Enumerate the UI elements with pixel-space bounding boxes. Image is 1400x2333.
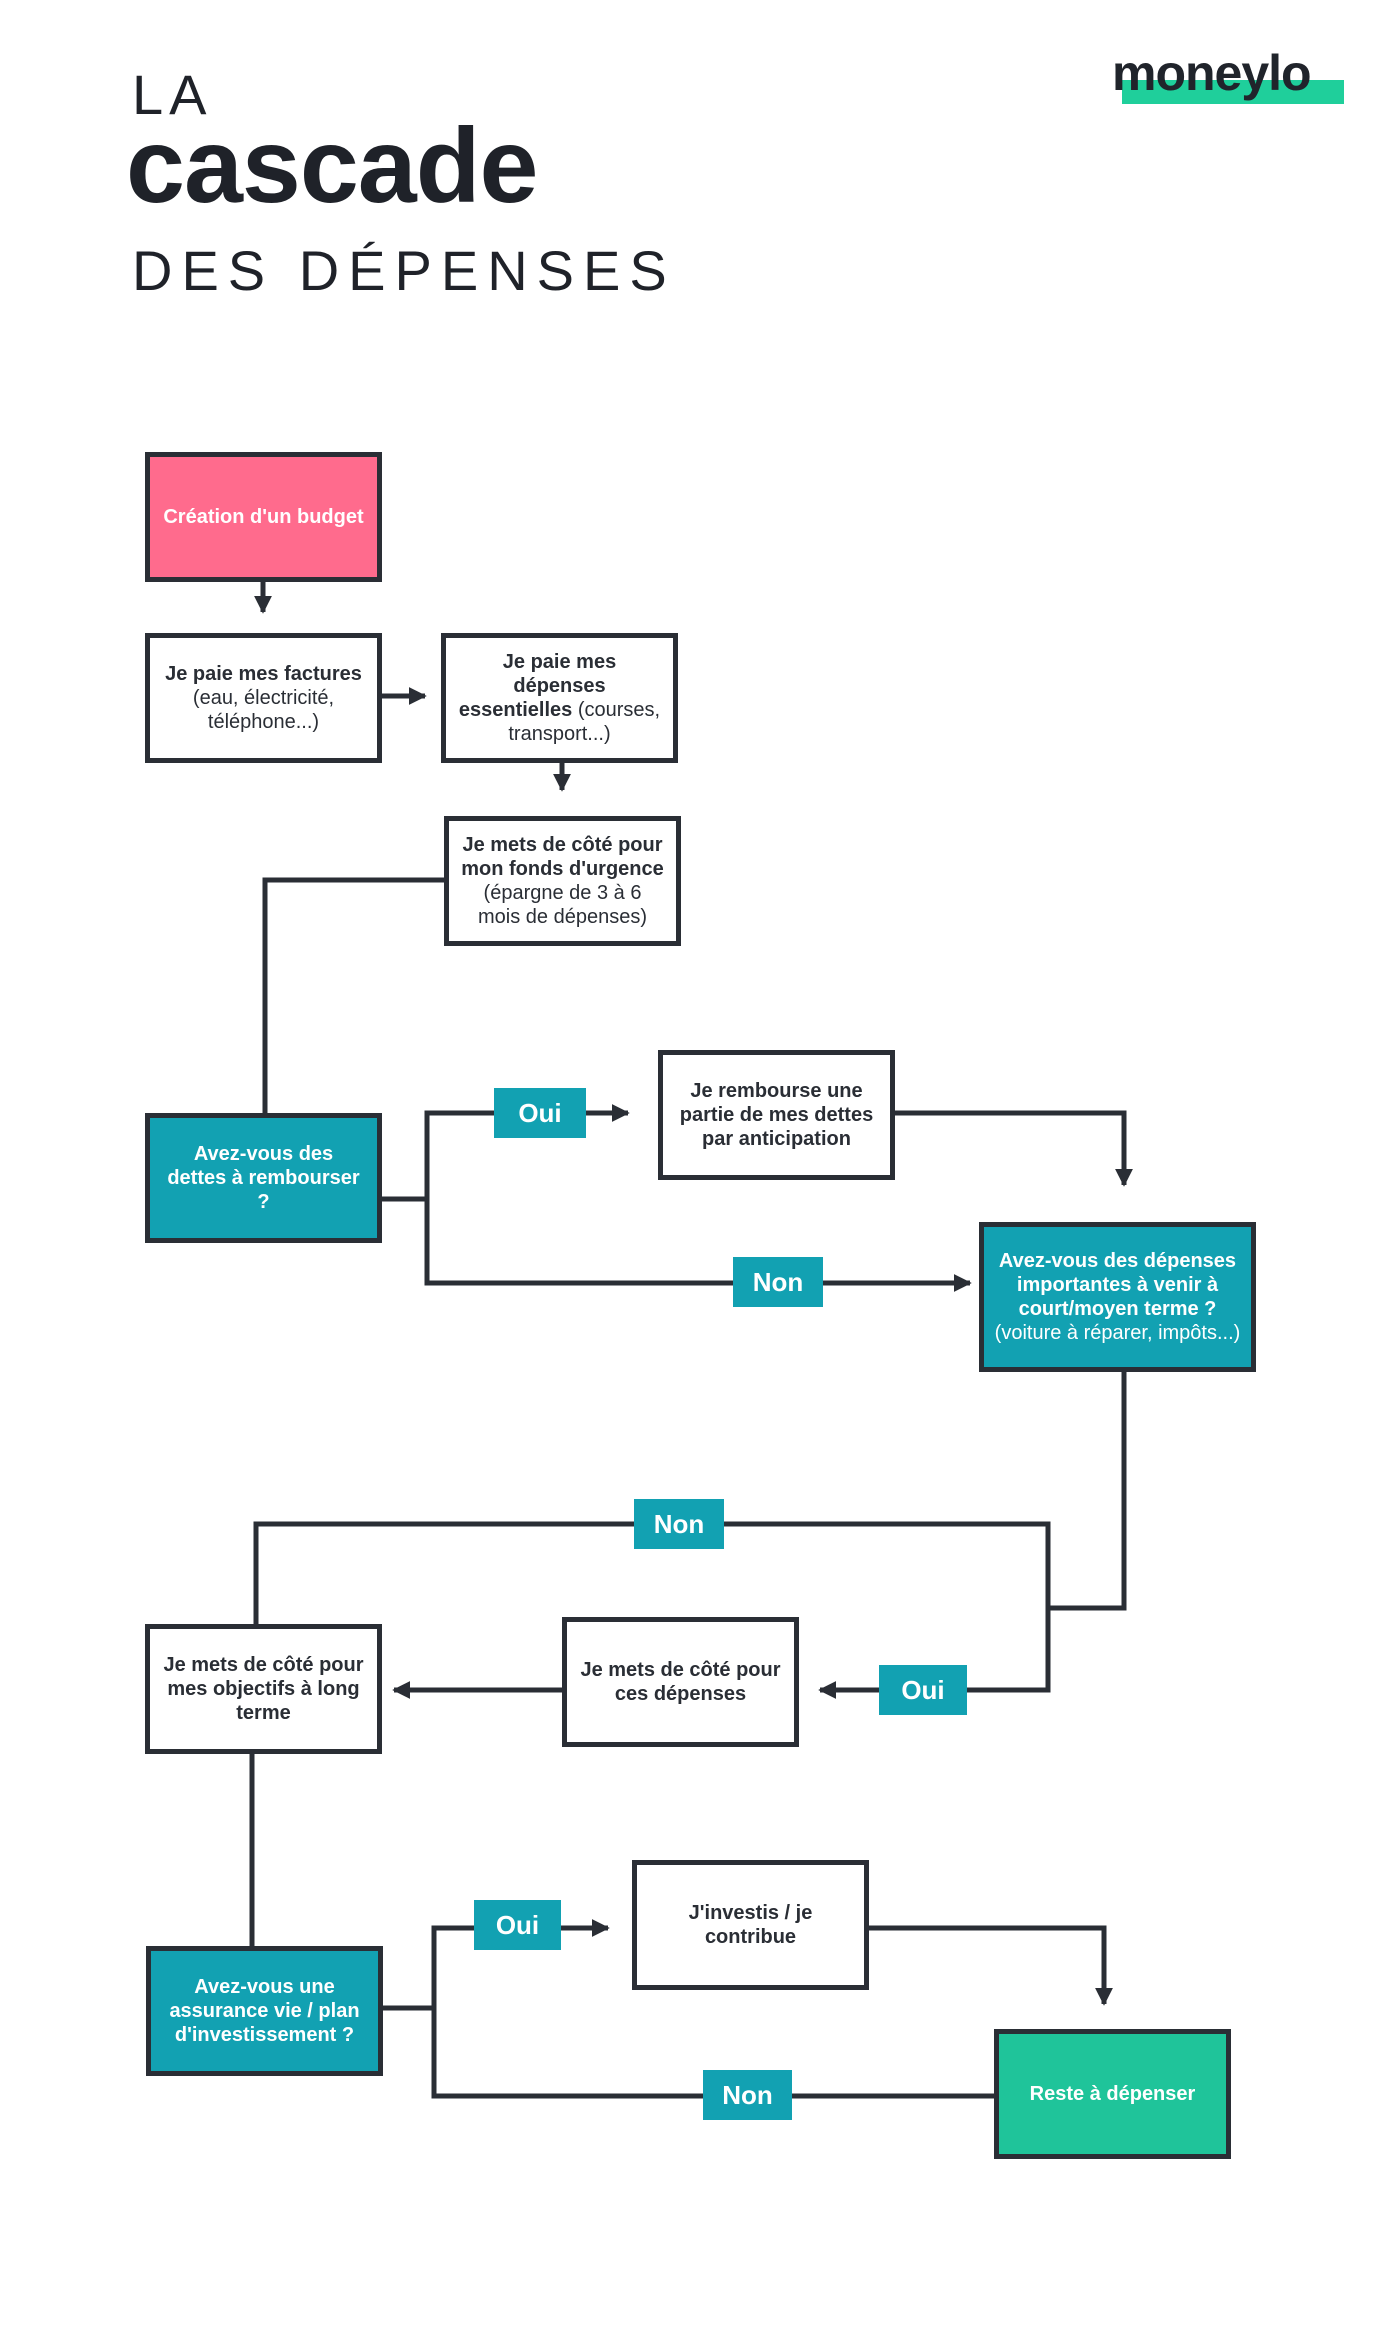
line-depenses-junction — [1048, 1372, 1127, 1611]
tag-oui-assurance: Oui — [474, 1900, 561, 1950]
node-investis-label: J'investis / je contribue — [688, 1902, 813, 1948]
title-subtitle: DES DÉPENSES — [132, 239, 676, 302]
node-reste: Reste à dépenser — [994, 2029, 1231, 2159]
node-assurance-question-label: Avez-vous une assurance vie / plan d'inv… — [169, 1976, 360, 2046]
node-fonds-urgence-bold: Je mets de côté pour mon fonds d'urgence — [461, 834, 664, 880]
node-depenses-importantes-bold: Avez-vous des dépenses importantes à ven… — [998, 1250, 1237, 1320]
node-creation-budget-label: Création d'un budget — [163, 506, 364, 528]
tag-non-dettes: Non — [733, 1257, 823, 1307]
node-investis: J'investis / je contribue — [632, 1860, 869, 1990]
line-dettes-oui — [382, 1110, 494, 1202]
node-dettes-question: Avez-vous des dettes à rembourser ? — [145, 1113, 382, 1243]
node-fonds-urgence-normal: (épargne de 3 à 6 mois de dépenses) — [478, 882, 647, 928]
line-fonds-dettes — [262, 877, 446, 1113]
node-depenses-importantes-text: Avez-vous des dépenses importantes à ven… — [992, 1249, 1243, 1345]
node-depenses-importantes: Avez-vous des dépenses importantes à ven… — [979, 1222, 1256, 1372]
node-reste-label: Reste à dépenser — [1029, 2083, 1196, 2105]
line-assurance-non — [431, 2008, 1000, 2099]
arrow-dettes-non — [424, 1199, 972, 1292]
node-creation-budget: Création d'un budget — [145, 452, 382, 582]
node-objectifs-long-terme: Je mets de côté pour mes objectifs à lon… — [145, 1624, 382, 1754]
arrow-investis-reste — [866, 1925, 1113, 2006]
node-essentielles-normal: (courses, transport...) — [508, 699, 661, 745]
node-cote-depenses-label: Je mets de côté pour ces dépenses — [580, 1659, 781, 1705]
node-rembourse-label: Je rembourse une partie de mes dettes pa… — [679, 1080, 874, 1150]
node-fonds-urgence: Je mets de côté pour mon fonds d'urgence… — [444, 816, 681, 946]
tag-oui-dettes: Oui — [494, 1088, 586, 1138]
node-factures-text: Je paie mes factures (eau, électricité, … — [162, 662, 365, 734]
tag-non-assurance: Non — [703, 2070, 792, 2120]
node-cote-depenses: Je mets de côté pour ces dépenses — [562, 1617, 799, 1747]
node-dettes-question-label: Avez-vous des dettes à rembourser ? — [167, 1143, 360, 1213]
tag-non-depenses: Non — [634, 1499, 724, 1549]
page-title: cascade — [126, 107, 538, 225]
title-la: LA — [132, 63, 213, 126]
tag-oui-depenses: Oui — [879, 1665, 967, 1715]
node-fonds-urgence-text: Je mets de côté pour mon fonds d'urgence… — [461, 833, 664, 929]
arrow-rembourse-depenses — [893, 1110, 1133, 1187]
node-factures-bold: Je paie mes factures — [165, 663, 362, 685]
logo-underline — [1122, 80, 1344, 104]
node-essentielles: Je paie mes dépenses essentielles (cours… — [441, 633, 678, 763]
logo-text: moneylo — [1112, 45, 1312, 101]
node-depenses-importantes-normal: (voiture à réparer, impôts...) — [994, 1322, 1241, 1344]
node-essentielles-bold: Je paie mes dépenses essentielles — [458, 651, 617, 721]
node-essentielles-text: Je paie mes dépenses essentielles (cours… — [458, 650, 661, 746]
node-factures: Je paie mes factures (eau, électricité, … — [145, 633, 382, 763]
node-rembourse: Je rembourse une partie de mes dettes pa… — [658, 1050, 895, 1180]
node-assurance-question: Avez-vous une assurance vie / plan d'inv… — [146, 1946, 383, 2076]
moneylo-logo: moneylo — [1112, 44, 1344, 106]
line-assurance-oui — [383, 1925, 474, 2011]
node-factures-normal: (eau, électricité, téléphone...) — [192, 687, 335, 733]
node-objectifs-long-terme-label: Je mets de côté pour mes objectifs à lon… — [163, 1654, 364, 1724]
